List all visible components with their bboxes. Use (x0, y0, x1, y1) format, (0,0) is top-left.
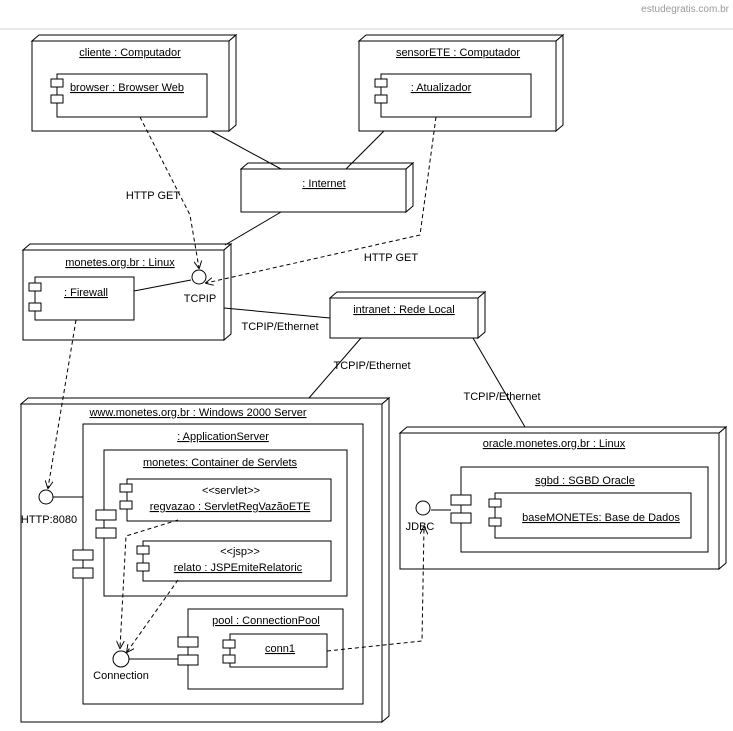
node-sensor-title: sensorETE : Computador (396, 47, 520, 59)
component-pool-label: pool : ConnectionPool (212, 615, 320, 627)
node-oracle-title: oracle.monetes.org.br : Linux (483, 438, 626, 450)
component-jsp-stereotype: <<jsp>> (220, 546, 260, 558)
component-servlet: <<servlet>> regvazao : ServletRegVazãoET… (119, 478, 332, 522)
edge-label-tcp-3: TCPIP/Ethernet (463, 391, 540, 403)
interface-http8080-label: HTTP:8080 (21, 514, 77, 526)
component-atualizador: : Atualizador (374, 73, 532, 118)
node-intranet: intranet : Rede Local (328, 290, 487, 340)
interface-tcpip: TCPIP (184, 269, 216, 305)
node-internet-title: : Internet (302, 178, 345, 190)
component-jsp: <<jsp>> relato : JSPEmiteRelatoric (136, 540, 332, 582)
component-base-label: baseMONETEs: Base de Dados (522, 512, 680, 524)
component-atualizador-label: : Atualizador (411, 82, 472, 94)
dep-firewall-http (48, 319, 77, 488)
edge-label-http-get-2: HTTP GET (364, 252, 418, 264)
component-browser: browser : Browser Web (50, 73, 208, 118)
edge-monetes-intranet (223, 307, 331, 319)
component-sgbd-label: sgbd : SGBD Oracle (535, 475, 635, 487)
component-base: baseMONETEs: Base de Dados (488, 492, 692, 539)
interface-connection: Connection (93, 650, 149, 682)
edge-label-http-get-1: HTTP GET (126, 190, 180, 202)
dep-browser-tcpip (139, 116, 199, 268)
dependencies (48, 116, 437, 652)
watermark: estudegratis.com.br (641, 4, 729, 15)
dep-conn-jdbc (326, 527, 424, 652)
interface-jdbc: JDBC (406, 500, 435, 533)
edge-intranet-oracle (472, 337, 526, 428)
edge-label-tcp-1: TCPIP/Ethernet (241, 321, 318, 333)
associations (53, 130, 526, 660)
component-conn1-label: conn1 (265, 643, 295, 655)
dep-atualizador-tcpip (206, 116, 437, 283)
interface-tcpip-label: TCPIP (184, 293, 216, 305)
dep-jsp-connection (127, 579, 179, 652)
node-www-title: www.monetes.org.br : Windows 2000 Server (88, 407, 306, 419)
component-firewall: : Firewall (28, 276, 135, 321)
edge-firewall-tcpip (133, 279, 192, 292)
node-cliente-title: cliente : Computador (79, 47, 181, 59)
component-firewall-label: : Firewall (64, 287, 108, 299)
edge-sensor-internet (345, 130, 385, 170)
interface-http8080: HTTP:8080 (21, 489, 77, 526)
component-servlet-label: regvazao : ServletRegVazãoETE (150, 501, 311, 513)
edge-cliente-internet (210, 130, 282, 170)
component-appserver-label: : ApplicationServer (177, 431, 269, 443)
component-jsp-label: relato : JSPEmiteRelatoric (174, 562, 303, 574)
interface-jdbc-label: JDBC (406, 521, 435, 533)
edge-internet-monetes (224, 211, 282, 246)
component-servlet-stereotype: <<servlet>> (202, 485, 260, 497)
component-conn1: conn1 (222, 633, 328, 668)
node-intranet-title: intranet : Rede Local (353, 304, 455, 316)
component-browser-label: browser : Browser Web (70, 82, 184, 94)
component-container-label: monetes: Container de Servlets (143, 457, 298, 469)
node-internet: : Internet (239, 161, 415, 214)
edge-label-tcp-2: TCPIP/Ethernet (333, 360, 410, 372)
node-monetes-title: monetes.org.br : Linux (65, 257, 175, 269)
interface-connection-label: Connection (93, 670, 149, 682)
dep-servlet-connection (120, 519, 179, 648)
edge-intranet-www (308, 337, 362, 399)
